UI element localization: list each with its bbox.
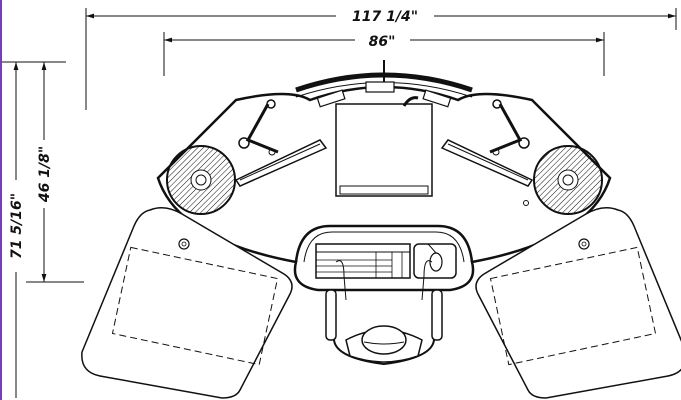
keyboard-notch-outline: [294, 224, 474, 263]
top-mount-brackets: [316, 60, 452, 108]
right-column-hatched: [533, 145, 603, 215]
mouse-pad: [413, 243, 457, 279]
right-wing-desk: [475, 207, 681, 399]
center-monitor-box: [335, 96, 433, 197]
desk-width-label: 86": [369, 34, 396, 50]
left-monitor-arm: [234, 99, 328, 187]
right-monitor-arm: [440, 99, 534, 187]
keyboard: [315, 243, 411, 279]
dimension-overall-width: 117 1/4": [85, 8, 677, 110]
office-chair: [325, 260, 443, 366]
overall-depth-label: 71 5/16": [9, 193, 25, 259]
dimension-overall-depth: 71 5/16": [2, 61, 66, 398]
left-wing-desk: [81, 207, 293, 399]
desk-depth-label: 46 1/8": [37, 146, 53, 203]
dimension-desk-width: 86": [163, 32, 605, 76]
left-column-hatched: [166, 145, 236, 215]
overall-width-label: 117 1/4": [352, 9, 418, 25]
dimension-desk-depth: 46 1/8": [26, 61, 84, 283]
desk-grommet: [523, 200, 529, 206]
